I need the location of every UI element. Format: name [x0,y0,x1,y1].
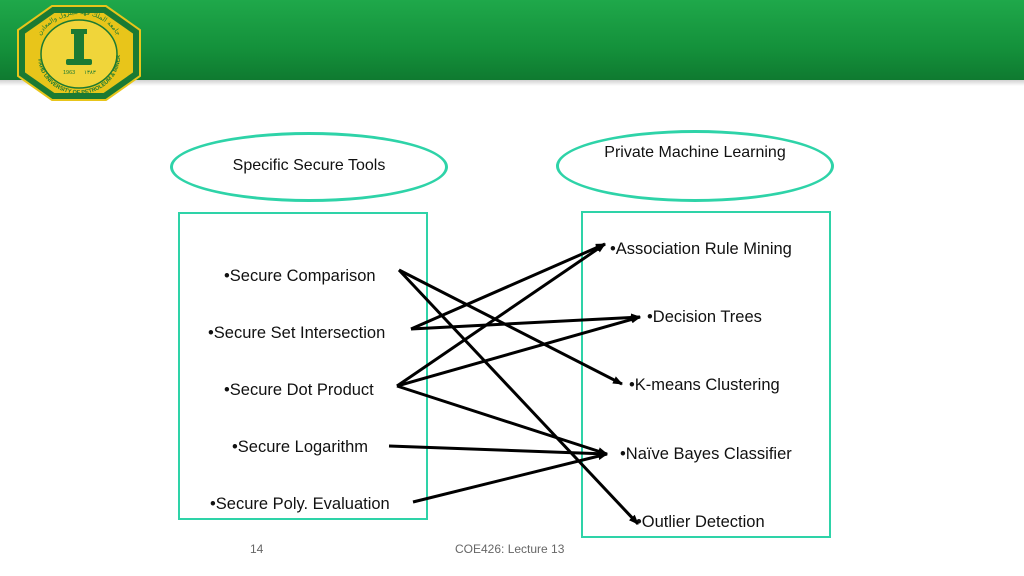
logo-year-right: ١٣٨٣ [84,70,96,76]
connection-arrow [398,268,623,386]
right-box [581,211,831,538]
footer-course: COE426: Lecture 13 [455,542,565,556]
right-title-ellipse: Private Machine Learning [556,130,834,202]
logo-year-left: 1963 [63,70,75,76]
page-number: 14 [250,542,264,556]
left-box [178,212,428,520]
connection-arrow [396,315,641,388]
connection-arrow [412,452,608,504]
university-logo: جامعة الملك فهد للبترول والمعادن KING FA… [16,4,141,101]
connection-arrow [410,242,606,331]
connection-arrow [396,242,606,388]
right-item: •Outlier Detection [636,513,765,531]
header-banner [0,0,1024,80]
right-item: •K-means Clustering [629,376,780,394]
left-item: •Secure Logarithm [232,438,369,456]
right-title: Private Machine Learning [604,144,786,161]
right-item: •Naïve Bayes Classifier [620,445,792,463]
right-item: •Decision Trees [647,308,762,326]
connection-arrow [388,444,608,458]
right-item: •Association Rule Mining [610,240,792,258]
left-item: •Secure Comparison [224,267,376,285]
left-item: •Secure Set Intersection [208,324,386,342]
header-shadow [0,80,1024,86]
left-title: Specific Secure Tools [232,157,386,174]
left-item: •Secure Poly. Evaluation [210,495,390,513]
left-item: •Secure Dot Product [224,381,374,399]
connection-arrow [396,384,608,456]
connection-arrow [410,313,641,331]
connection-arrow [397,268,640,526]
left-title-ellipse: Specific Secure Tools [170,132,448,202]
